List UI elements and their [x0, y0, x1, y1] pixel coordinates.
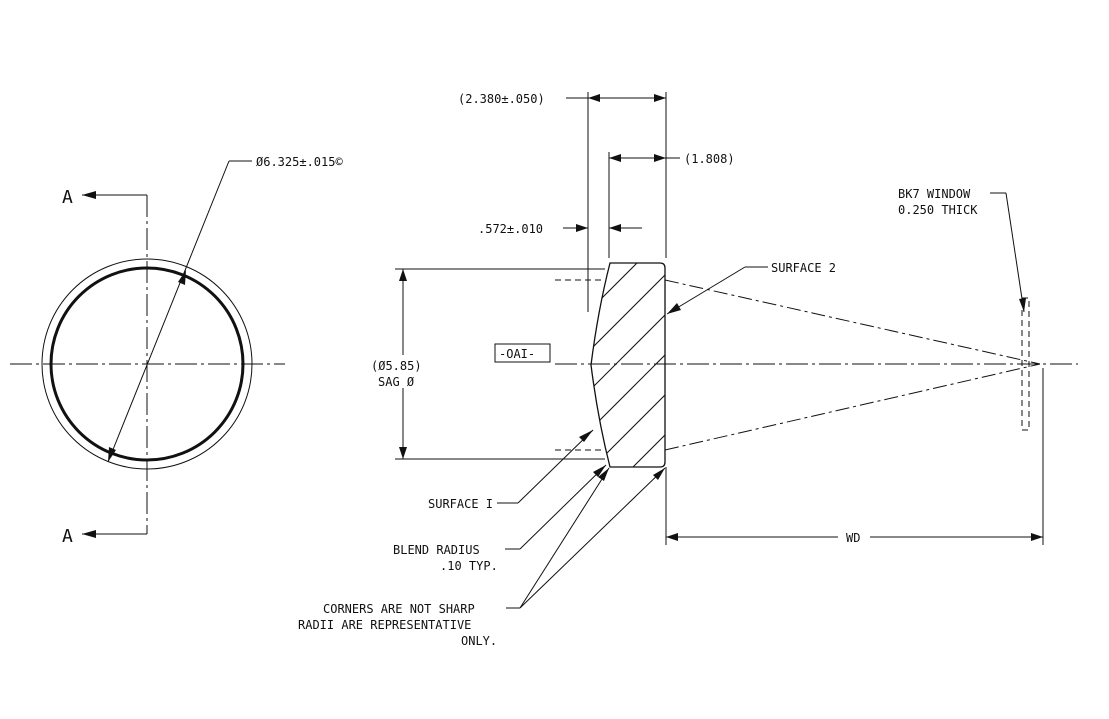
- working-distance-label: WD: [846, 531, 860, 545]
- surface-2-leader: [666, 266, 768, 315]
- edge-thickness-dimension: [609, 154, 680, 162]
- corners-label-line2: RADII ARE REPRESENTATIVE: [298, 618, 471, 632]
- overall-thickness-dimension: [566, 94, 666, 102]
- section-marker-top: A: [62, 187, 73, 208]
- blend-radius-leader: [505, 464, 607, 550]
- sag-diameter-value: (Ø5.85): [371, 359, 422, 373]
- ray-top: [664, 279, 1041, 365]
- blend-radius-label-line1: BLEND RADIUS: [393, 543, 480, 557]
- surface-1-leader: [497, 429, 594, 504]
- surface-2-label: SURFACE 2: [771, 261, 836, 275]
- sag-depth-dimension: [563, 224, 642, 232]
- working-distance-dimension: [666, 533, 1043, 541]
- window-label-line2: 0.250 THICK: [898, 203, 978, 217]
- sag-depth-label: .572±.010: [478, 222, 543, 236]
- datum-box: [494, 343, 551, 363]
- overall-thickness-label: (2.380±.050): [458, 92, 545, 106]
- edge-thickness-label: (1.808): [684, 152, 735, 166]
- section-view: -OAI- (2.380±.050) (1.808) .572±.010: [298, 92, 1078, 648]
- sag-diameter-dimension: [395, 268, 605, 460]
- sag-diameter-label: SAG Ø: [378, 375, 415, 389]
- bk7-window: [1021, 297, 1030, 431]
- surface-1-label: SURFACE I: [428, 497, 493, 511]
- blend-radius-label-line2: .10 TYP.: [440, 559, 498, 573]
- diameter-dimension-leader: [107, 160, 252, 463]
- section-hatching: [591, 263, 665, 467]
- corners-label-line3: ONLY.: [461, 634, 497, 648]
- section-marker-bottom: A: [62, 526, 73, 547]
- front-view: A A Ø6.325±.015©: [10, 155, 343, 547]
- lens-outline: [590, 262, 666, 468]
- ray-bottom: [664, 363, 1041, 451]
- window-leader: [990, 192, 1026, 313]
- outer-diameter-label: Ø6.325±.015©: [256, 155, 343, 169]
- section-line-a-a: [82, 191, 147, 538]
- datum-label: -OAI-: [499, 347, 535, 361]
- corners-leader: [506, 467, 666, 609]
- window-label-line1: BK7 WINDOW: [898, 187, 971, 201]
- corners-label-line1: CORNERS ARE NOT SHARP: [323, 602, 475, 616]
